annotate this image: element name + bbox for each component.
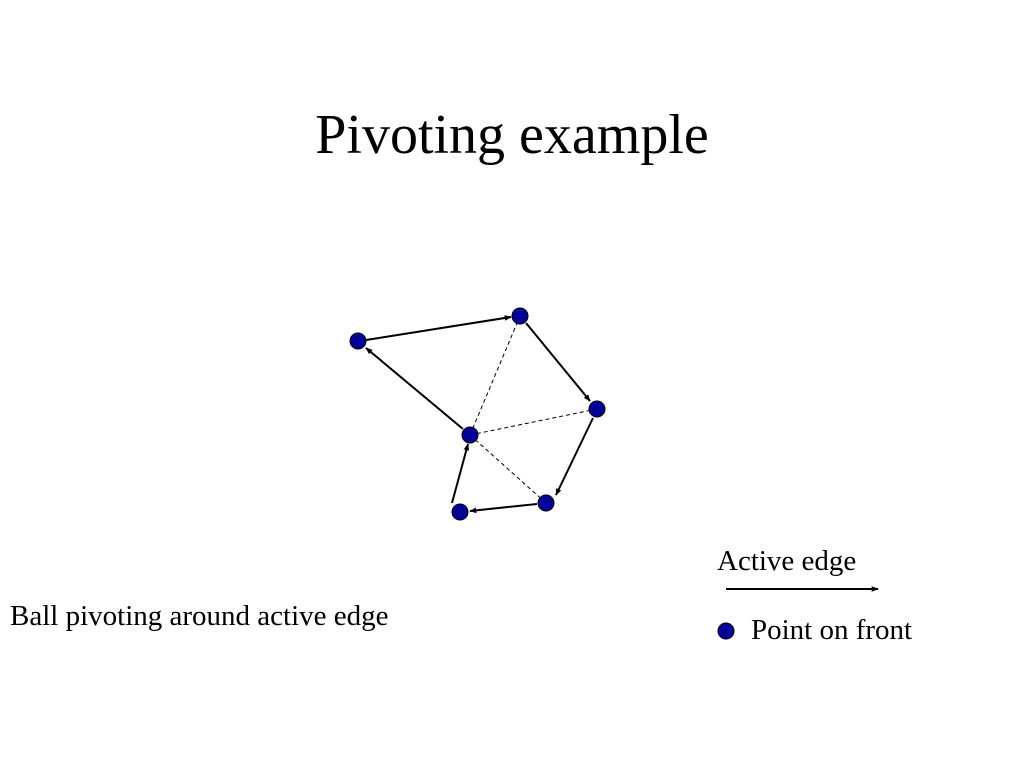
dashed-edge (469, 315, 521, 436)
active-edge (365, 347, 464, 430)
dashed-edges (469, 315, 598, 504)
active-edge (451, 443, 470, 504)
legend-marks (717, 586, 879, 640)
active-edge (365, 315, 512, 341)
front-point (349, 332, 367, 350)
front-point (451, 503, 469, 521)
front-points (349, 307, 606, 521)
legend-point-marker (717, 622, 735, 640)
dashed-edge (469, 408, 598, 436)
slide-title: Pivoting example (315, 104, 709, 166)
active-edge (469, 503, 538, 514)
front-point (537, 494, 555, 512)
legend-active-edge-label: Active edge (717, 545, 857, 577)
legend-point-label: Point on front (751, 614, 913, 646)
dashed-edge (469, 434, 547, 504)
front-point (461, 426, 479, 444)
active-edge (555, 417, 594, 496)
front-point (588, 400, 606, 418)
caption: Ball pivoting around active edge (10, 600, 389, 632)
active-edges (365, 315, 594, 514)
front-point (511, 307, 529, 325)
active-edge (525, 322, 591, 402)
